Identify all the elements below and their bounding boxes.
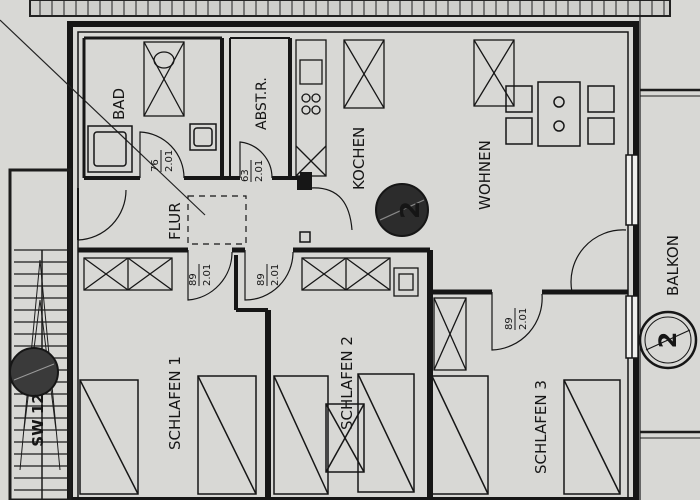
- room-label-schlafen-3: SCHLAFEN 3: [532, 380, 550, 474]
- right-wall-windows: [625, 154, 639, 359]
- bathtub: [87, 125, 133, 173]
- apartment-number: 2: [396, 201, 426, 219]
- dining-table: [505, 81, 615, 147]
- door-dimension-schlafen-3: 89 2.01: [504, 308, 529, 330]
- room-label-schlafen-2: SCHLAFEN 2: [338, 336, 356, 430]
- door-height-schlafen-2: 2.01: [270, 264, 281, 286]
- room-label-kochen: KOCHEN: [350, 127, 368, 190]
- beds: [79, 373, 621, 495]
- balcony-outline: [639, 0, 700, 500]
- door-swings: [77, 131, 627, 351]
- door-dimension-schlafen-2: 89 2.01: [256, 264, 281, 286]
- flur-dashed-area: [187, 195, 247, 245]
- washbasin: [189, 123, 217, 151]
- door-height-schlafen-3: 2.01: [518, 308, 529, 330]
- door-dimension-abstellraum: 63 2.01: [240, 160, 265, 182]
- door-width-schlafen-3: 89: [504, 317, 515, 330]
- door-height-abstellraum: 2.01: [254, 160, 265, 182]
- wardrobe-schlafen-3: [433, 297, 467, 371]
- shower-tray: [143, 41, 185, 117]
- kitchen-cabinet: [343, 39, 385, 109]
- balkon-number-marker: 2: [638, 310, 698, 370]
- room-label-flur: FLUR: [166, 202, 184, 240]
- section-line: [0, 19, 206, 216]
- door-width-abstellraum: 63: [240, 169, 251, 182]
- door-width-schlafen-2: 89: [256, 273, 267, 286]
- room-label-balkon: BALKON: [664, 235, 682, 296]
- room-label-bad: BAD: [110, 88, 128, 120]
- door-height-schlafen-1: 2.01: [202, 264, 213, 286]
- interior-walls: [77, 36, 628, 500]
- apartment-number-marker: 2: [375, 183, 429, 237]
- wardrobe-schlafen-1: [83, 257, 173, 291]
- room-label-abstellraum: ABST.R.: [254, 77, 270, 130]
- hall-pillar: [300, 172, 312, 190]
- stair-marker: SW 12: [9, 347, 59, 447]
- door-width-schlafen-1: 89: [188, 273, 199, 286]
- door-height-bad: 2.01: [164, 150, 175, 172]
- door-dimension-bad: 76 2.01: [150, 150, 175, 172]
- top-hatch-band: [29, 0, 671, 17]
- door-dimension-schlafen-1: 89 2.01: [188, 264, 213, 286]
- stair-label: SW 12: [29, 393, 47, 446]
- balkon-number: 2: [654, 332, 682, 349]
- hall-post: [299, 231, 311, 243]
- wardrobe-schlafen-2: [301, 257, 419, 297]
- room-label-wohnen: WOHNEN: [476, 140, 494, 210]
- door-width-bad: 76: [150, 159, 161, 172]
- living-cabinet: [473, 39, 515, 107]
- room-label-schlafen-1: SCHLAFEN 1: [166, 356, 184, 450]
